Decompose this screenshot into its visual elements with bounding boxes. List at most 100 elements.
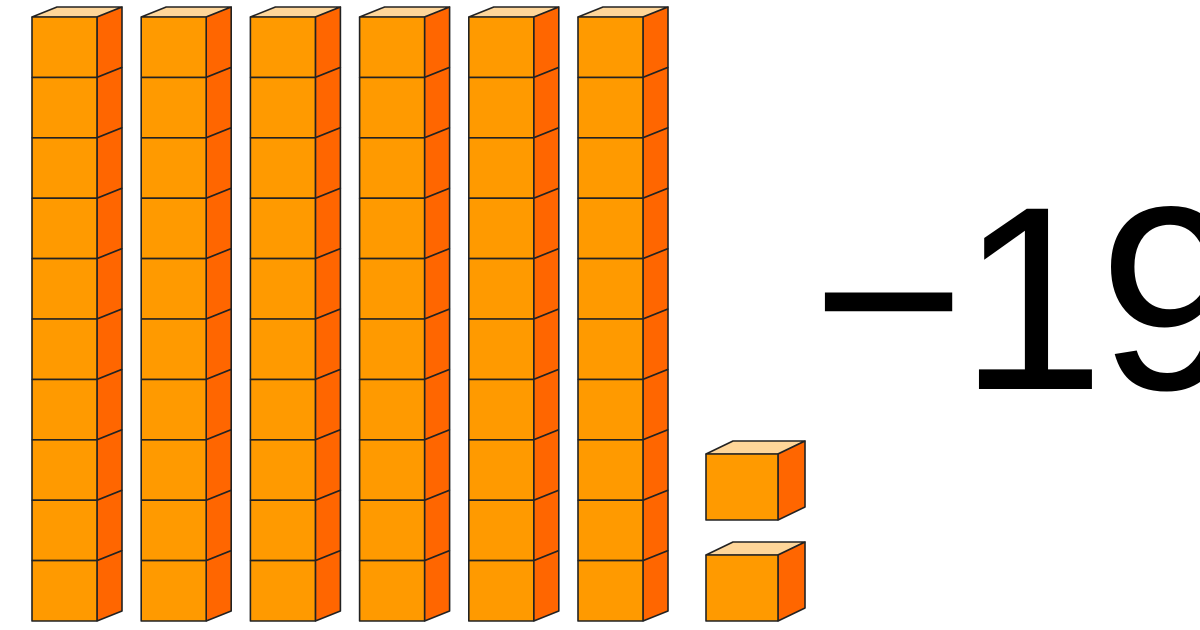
- cube-front-face: [577, 559, 644, 622]
- cube-side-face: [314, 308, 342, 381]
- ten-rod: [467, 6, 560, 622]
- cube-front-face: [140, 16, 207, 79]
- cube-side-face: [532, 66, 560, 139]
- cube-front-face: [577, 499, 644, 562]
- cube-side-face: [96, 428, 123, 502]
- cube-front-face: [705, 554, 779, 622]
- cube-side-face: [314, 489, 342, 562]
- cube-side-face: [96, 66, 123, 139]
- cube-side-face: [532, 6, 560, 79]
- cube-front-face: [31, 197, 98, 260]
- cube-front-face: [577, 76, 644, 139]
- cube-front-face: [467, 76, 535, 139]
- cube-side-face: [205, 66, 232, 139]
- cube-side-face: [642, 549, 669, 622]
- cube-front-face: [358, 318, 426, 381]
- cube-front-face: [31, 559, 98, 622]
- cube-side-face: [642, 247, 669, 320]
- cube-side-face: [423, 127, 451, 199]
- cube-side-face: [423, 428, 451, 502]
- cube-side-face: [642, 368, 669, 441]
- cube-side-face: [777, 541, 806, 622]
- cube-side-face: [314, 368, 342, 441]
- cube-front-face: [467, 16, 535, 79]
- cube-front-face: [467, 438, 535, 502]
- cube-front-face: [249, 559, 317, 622]
- cube-side-face: [314, 66, 342, 139]
- cube-front-face: [31, 318, 98, 381]
- cube-front-face: [31, 257, 98, 320]
- ten-rod: [358, 6, 451, 622]
- cube-side-face: [642, 6, 669, 79]
- cube-front-face: [31, 137, 98, 199]
- cube-front-face: [467, 559, 535, 622]
- cube-front-face: [467, 257, 535, 320]
- ten-rod: [577, 6, 669, 622]
- cube-front-face: [140, 438, 207, 502]
- cube-side-face: [423, 66, 451, 139]
- cube-front-face: [358, 499, 426, 562]
- ten-rod: [31, 6, 123, 622]
- cube-side-face: [532, 308, 560, 381]
- cube-front-face: [140, 499, 207, 562]
- cube-side-face: [423, 549, 451, 622]
- cube-front-face: [358, 137, 426, 199]
- cube-front-face: [249, 257, 317, 320]
- cube-side-face: [423, 187, 451, 260]
- cube-front-face: [467, 378, 535, 441]
- cube-side-face: [96, 187, 123, 260]
- cube-front-face: [577, 137, 644, 199]
- cube-front-face: [140, 76, 207, 139]
- cube-side-face: [205, 428, 232, 502]
- cube-front-face: [705, 453, 779, 521]
- cube-side-face: [314, 127, 342, 199]
- cube-front-face: [577, 197, 644, 260]
- cube-side-face: [314, 6, 342, 79]
- cube-side-face: [205, 6, 232, 79]
- cube-front-face: [358, 197, 426, 260]
- cube-front-face: [140, 257, 207, 320]
- cube-side-face: [96, 549, 123, 622]
- cube-front-face: [249, 499, 317, 562]
- cube-front-face: [249, 197, 317, 260]
- cube-side-face: [532, 368, 560, 441]
- cube-side-face: [205, 247, 232, 320]
- number-label: −19: [812, 152, 1200, 445]
- cube-side-face: [96, 127, 123, 199]
- ten-rod: [249, 6, 342, 622]
- cube-front-face: [140, 137, 207, 199]
- cube-side-face: [423, 489, 451, 562]
- cube-front-face: [577, 318, 644, 381]
- cube-side-face: [423, 368, 451, 441]
- ten-rod: [140, 6, 232, 622]
- cube-side-face: [642, 66, 669, 139]
- cube-side-face: [96, 489, 123, 562]
- cube-side-face: [205, 368, 232, 441]
- cube-front-face: [31, 438, 98, 502]
- cube-side-face: [314, 187, 342, 260]
- cube-front-face: [467, 318, 535, 381]
- cube-front-face: [140, 559, 207, 622]
- cube-front-face: [249, 16, 317, 79]
- cube-front-face: [358, 438, 426, 502]
- cube-front-face: [140, 197, 207, 260]
- cube-front-face: [249, 318, 317, 381]
- cube-front-face: [577, 16, 644, 79]
- cube-front-face: [358, 559, 426, 622]
- cube-front-face: [249, 378, 317, 441]
- cube-front-face: [31, 16, 98, 79]
- cube-front-face: [467, 137, 535, 199]
- cube-side-face: [96, 247, 123, 320]
- cube-side-face: [642, 489, 669, 562]
- cube-side-face: [642, 187, 669, 260]
- cube-side-face: [532, 489, 560, 562]
- cube-front-face: [358, 16, 426, 79]
- cube-front-face: [31, 378, 98, 441]
- cube-front-face: [467, 499, 535, 562]
- cube-side-face: [532, 428, 560, 502]
- cube-side-face: [205, 308, 232, 381]
- cube-front-face: [140, 378, 207, 441]
- cube-side-face: [205, 489, 232, 562]
- cube-side-face: [205, 187, 232, 260]
- cube-side-face: [205, 549, 232, 622]
